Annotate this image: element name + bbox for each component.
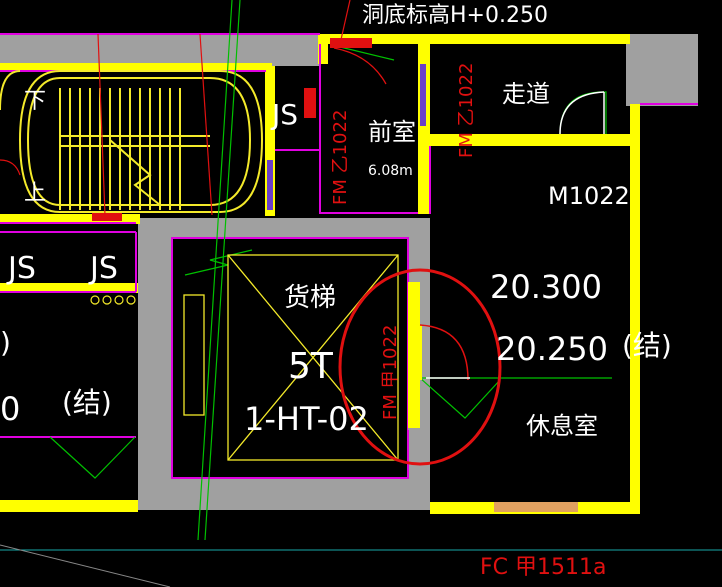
- elevation-20300: 20.300: [490, 268, 602, 306]
- door-swing-rest: [419, 324, 469, 381]
- fire-door-elevator-label: FM 甲1022: [380, 325, 401, 420]
- freight-elevator-label: 货梯: [284, 283, 336, 313]
- fire-door-corridor-label: FM 乙1022: [456, 63, 477, 158]
- staircase: [0, 70, 264, 213]
- red-door-swing: [333, 47, 387, 85]
- wall-left-bottom: [0, 500, 138, 512]
- wall-corridor-bottom: [430, 134, 640, 146]
- anteroom-area: 6.08m: [368, 163, 413, 179]
- js-label-left-b: JS: [88, 251, 118, 286]
- revision-cloud: [338, 268, 502, 466]
- purple-door-right: [420, 64, 426, 126]
- left-edge-paren: ): [0, 326, 11, 359]
- grey-diagonal: [0, 544, 171, 587]
- red-door-top: [330, 38, 372, 48]
- wall-anteroom-top: [318, 34, 328, 64]
- left-edge-number: 0: [0, 390, 20, 428]
- rest-room-label: 休息室: [526, 412, 598, 440]
- wall-top-main: [318, 34, 630, 44]
- door-swing-corridor: [559, 91, 605, 135]
- wall-left-lower: [0, 283, 138, 293]
- wall-right-outer: [630, 104, 640, 514]
- window-fc: [494, 502, 578, 512]
- stair-up-label: 上: [24, 181, 46, 206]
- wall-anteroom-left: [265, 66, 275, 216]
- structure-block-topright: [626, 34, 698, 106]
- door-rest-room: [416, 325, 422, 380]
- purple-door-left: [267, 160, 273, 210]
- js-label-left-a: JS: [6, 251, 36, 286]
- red-guide-lines: [0, 0, 351, 216]
- stair-down-label: 下: [24, 89, 46, 114]
- top-title: 洞底标高H+0.250: [362, 3, 548, 28]
- fire-door-anteroom-label: FM 乙1022: [330, 110, 351, 205]
- elevator-code: 1-HT-02: [244, 400, 369, 438]
- equipment-circles: [90, 295, 136, 305]
- wall-left-mid: [0, 214, 140, 224]
- elevator-capacity: 5T: [288, 346, 334, 387]
- fire-window-label: FC 甲1511a: [480, 555, 606, 580]
- red-door-small-anteroom: [304, 88, 316, 118]
- green-lines: [49, 0, 612, 541]
- elevator-car: [183, 254, 399, 461]
- red-door-small-stair: [92, 213, 122, 221]
- corridor-label: 走道: [502, 80, 550, 108]
- structure-top-band: [0, 34, 320, 66]
- door-m1022-label: M1022: [548, 182, 630, 210]
- elevation-20250: 20.250: [496, 330, 608, 368]
- structure-label-right: (结): [622, 329, 672, 362]
- doors: [416, 91, 605, 381]
- wall-top-left: [0, 63, 272, 71]
- anteroom-label: 前室: [368, 118, 416, 146]
- wall-rest-left: [408, 282, 420, 428]
- structure-label-left: (结): [62, 386, 112, 419]
- js-label-top: JS: [270, 98, 298, 131]
